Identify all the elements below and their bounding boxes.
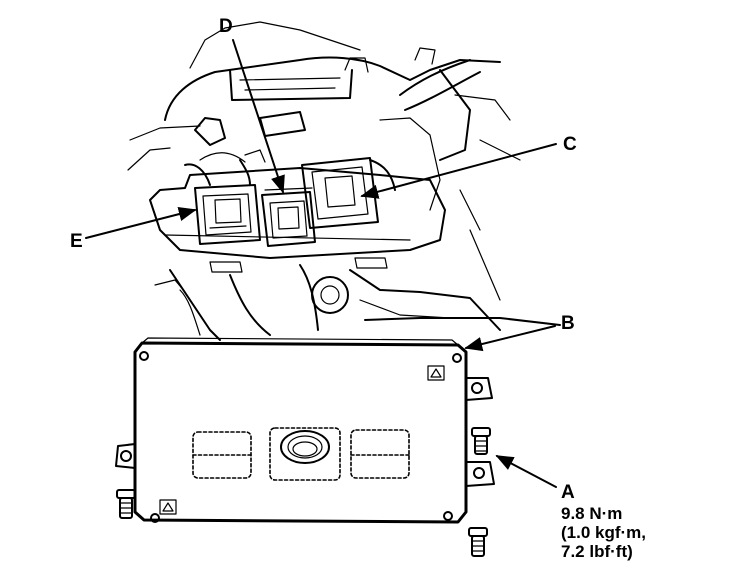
leader-line-d xyxy=(232,39,285,194)
torque-spec-line-3: 7.2 lbf·ft) xyxy=(561,542,633,561)
callout-label-d: D xyxy=(219,16,233,37)
callout-label-a: A xyxy=(561,482,575,503)
leader-line-c xyxy=(360,143,557,199)
ecm-unit xyxy=(115,337,495,524)
mounting-bolt xyxy=(116,489,136,519)
connector-e xyxy=(184,159,261,245)
leader-line-b xyxy=(464,325,556,352)
mounting-bolt xyxy=(468,527,488,557)
leader-lines xyxy=(85,39,557,488)
torque-spec-line-1: 9.8 N·m xyxy=(561,504,622,523)
callout-label-b: B xyxy=(561,313,575,334)
callout-label-e: E xyxy=(70,231,83,252)
leader-line-e xyxy=(85,207,197,239)
engine-compartment-background xyxy=(127,21,561,341)
torque-spec-line-2: (1.0 kgf·m, xyxy=(561,523,646,542)
leader-line-a xyxy=(495,455,557,488)
mounting-bolt xyxy=(471,427,491,455)
callout-label-c: C xyxy=(563,134,577,155)
